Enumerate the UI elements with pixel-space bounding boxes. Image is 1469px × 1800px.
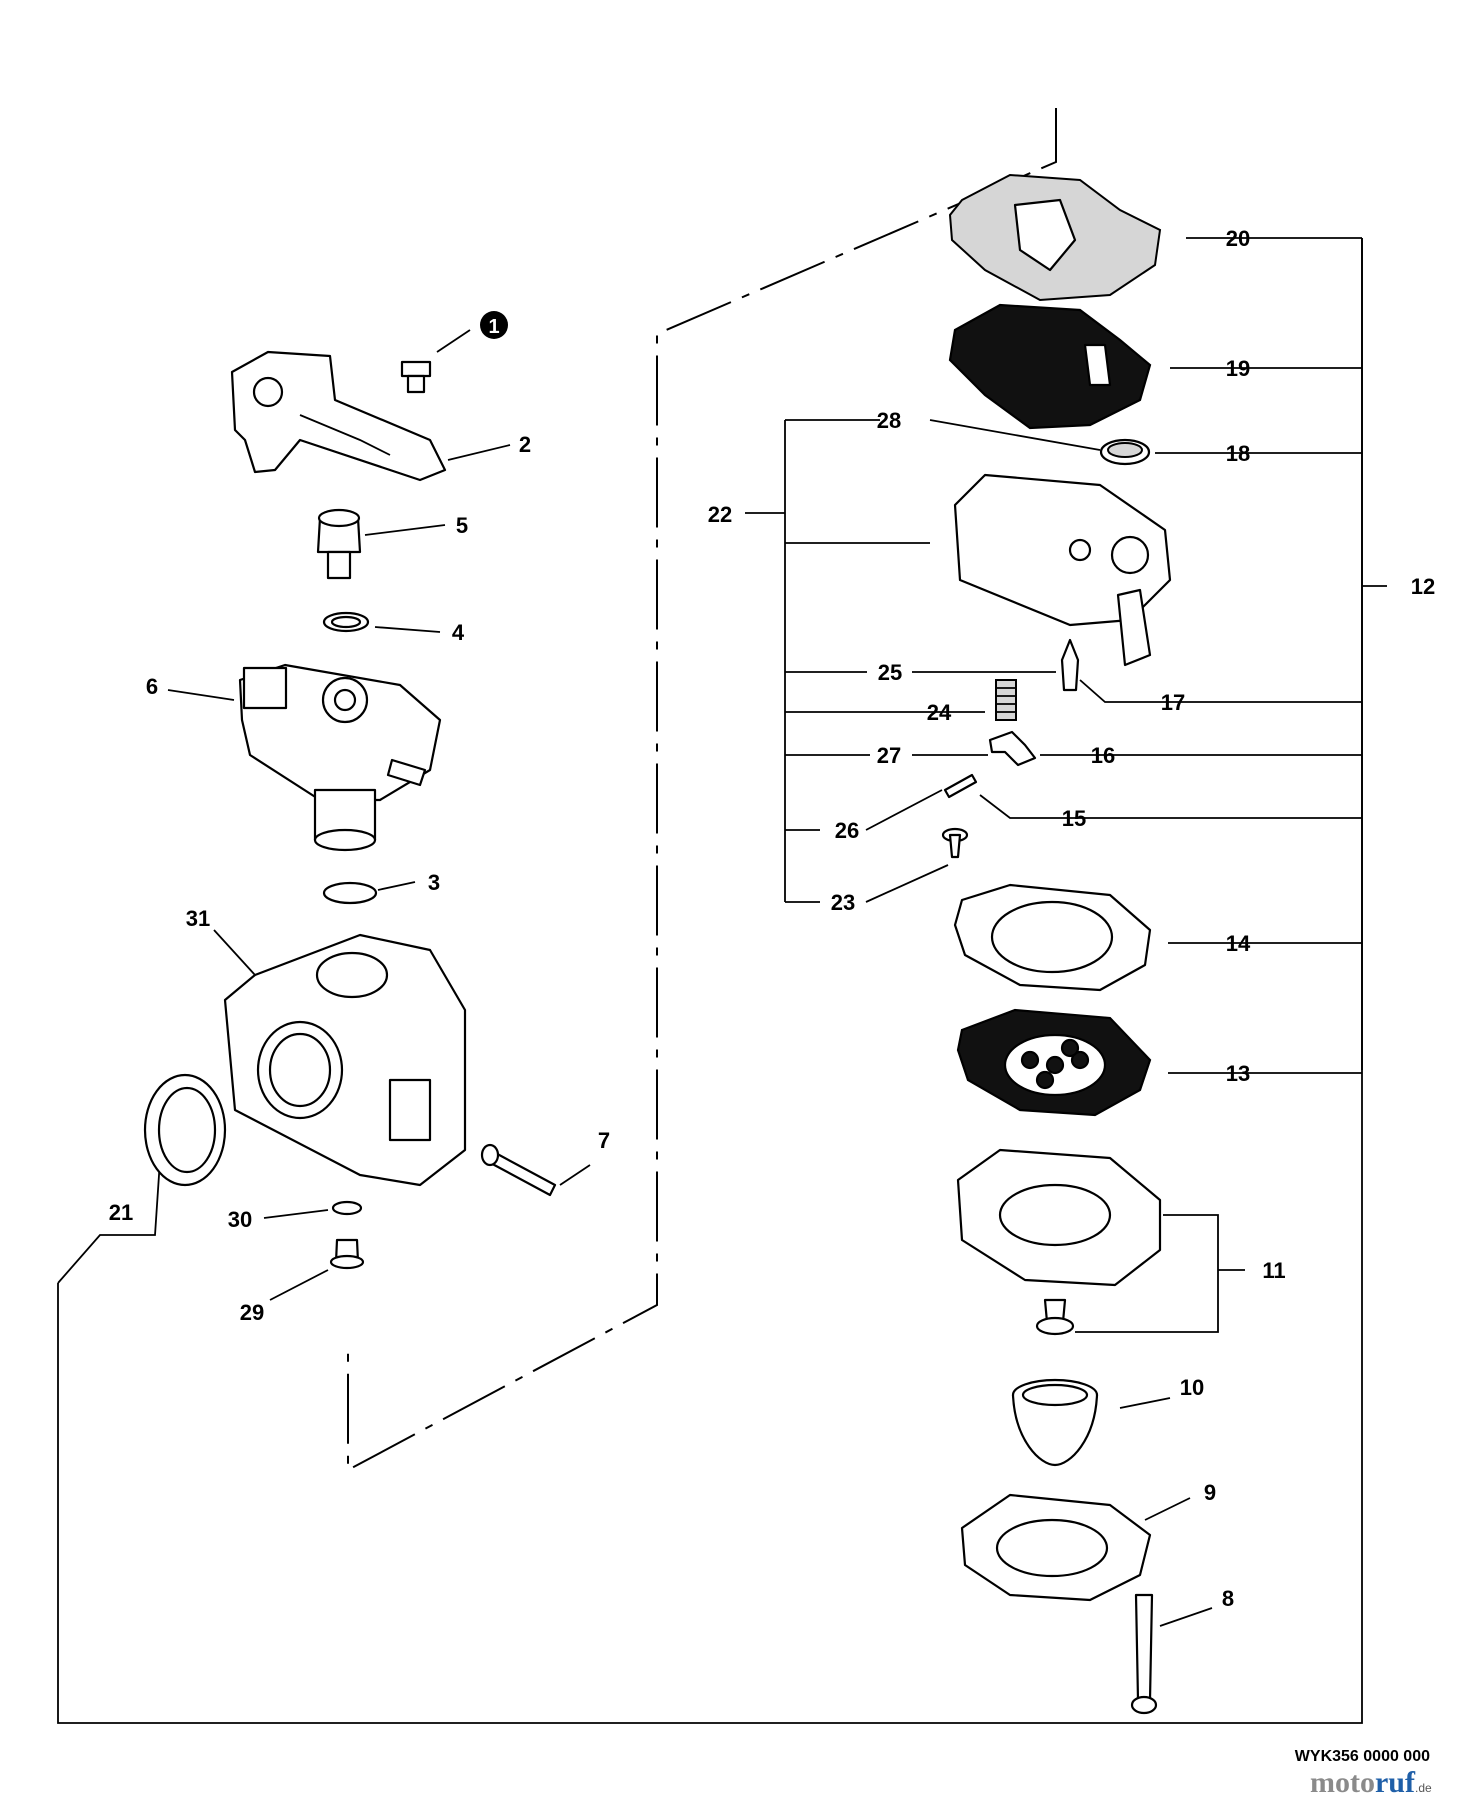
drawing-code: WYK356 0000 000 (1295, 1748, 1430, 1765)
callout-12: 12 (1411, 574, 1435, 599)
callout-22: 22 (708, 502, 732, 527)
callout-29: 29 (240, 1300, 264, 1325)
gasket-part-14 (953, 883, 1152, 992)
callout-17: 17 (1161, 690, 1185, 715)
callout-4: 4 (452, 620, 465, 645)
pump-diaphragm-part-19 (948, 303, 1152, 430)
metering-cover-part-11 (956, 1148, 1162, 1336)
washer-part-30 (331, 1200, 363, 1216)
bracket-part-2 (230, 350, 447, 482)
inlet-needle-part-17 (1060, 638, 1080, 692)
primer-bulb-part-10 (1011, 1378, 1099, 1467)
callout-20: 20 (1226, 226, 1250, 251)
gasket-part-20 (948, 173, 1162, 302)
screen-part-18 (1099, 438, 1151, 466)
screw-part-23 (941, 827, 969, 859)
metering-diaphragm-part-13 (956, 1008, 1152, 1117)
callout-10: 10 (1180, 1375, 1204, 1400)
pin-part-15 (943, 773, 978, 799)
callout-9: 9 (1204, 1480, 1216, 1505)
e-clip-part-3 (322, 881, 378, 905)
callout-26: 26 (835, 818, 859, 843)
callout-25: 25 (878, 660, 902, 685)
callout-2: 2 (519, 432, 531, 457)
callout-31: 31 (186, 906, 210, 931)
callout-5: 5 (456, 513, 468, 538)
callout-21: 21 (109, 1200, 133, 1225)
pump-body-part-22 (953, 473, 1172, 667)
callout-1-badge: 1 (480, 311, 508, 339)
leader-lines (167, 237, 1387, 1627)
needle-part-7 (480, 1143, 557, 1197)
retainer-plate-part-9 (960, 1493, 1152, 1602)
callout-27: 27 (877, 743, 901, 768)
callout-28: 28 (877, 408, 901, 433)
callout-23: 23 (831, 890, 855, 915)
callout-30: 30 (228, 1207, 252, 1232)
callout-13: 13 (1226, 1061, 1250, 1086)
watermark-logo: motoruf.de (1310, 1766, 1432, 1799)
callout-1: 1 (488, 316, 499, 338)
callout-8: 8 (1222, 1586, 1234, 1611)
throttle-housing-part-6 (238, 663, 442, 852)
screw-part-8 (1130, 1593, 1158, 1715)
callout-16: 16 (1091, 743, 1115, 768)
callout-24: 24 (927, 700, 952, 725)
callout-3: 3 (428, 870, 440, 895)
lever-part-16 (988, 730, 1037, 767)
callout-18: 18 (1226, 441, 1250, 466)
valve-part-5 (316, 508, 362, 580)
callout-11: 11 (1262, 1258, 1285, 1283)
gasket-ring-part-21 (143, 1073, 227, 1187)
callout-7: 7 (598, 1128, 610, 1153)
plug-part-29 (329, 1238, 365, 1270)
screw-part-1 (400, 360, 432, 394)
spring-part-24 (995, 679, 1017, 721)
frame-line-21 (57, 1159, 161, 1284)
carburetor-body-part-31 (223, 933, 467, 1187)
assembly-boundary-line (347, 108, 1057, 1472)
callout-15: 15 (1062, 806, 1086, 831)
callout-19: 19 (1226, 356, 1250, 381)
callout-14: 14 (1226, 931, 1251, 956)
callout-6: 6 (146, 674, 158, 699)
